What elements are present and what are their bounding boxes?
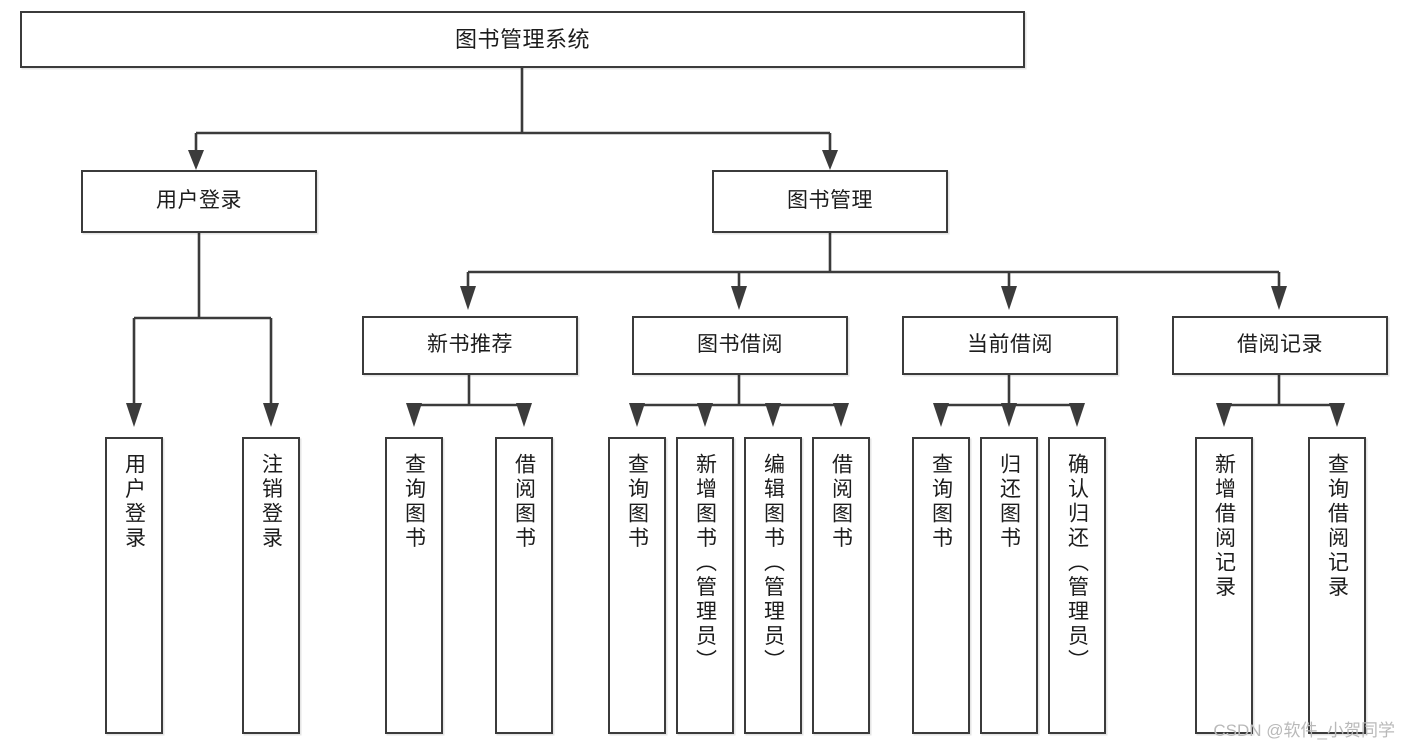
node-current-borrow-label: 当前借阅 [967, 333, 1053, 357]
leaf-book-borrow-query-label: 查询图书 [625, 453, 649, 551]
leaf-current-borrow-confirm-label: 确认归还（管理员） [1065, 453, 1089, 674]
leaf-book-borrow-add[interactable]: 新增图书（管理员） [676, 437, 734, 734]
arrowhead-user-login-child2 [263, 403, 279, 427]
arrowhead-book-manage [822, 150, 838, 170]
node-book-borrow[interactable]: 图书借阅 [632, 316, 848, 375]
leaf-borrow-record-add-label: 新增借阅记录 [1212, 453, 1236, 600]
arrowhead-borrow-record [1271, 286, 1287, 310]
node-user-login-label: 用户登录 [156, 189, 242, 213]
arrowhead-book-borrow-child1 [629, 403, 645, 427]
node-root-label: 图书管理系统 [454, 26, 590, 52]
leaf-current-borrow-return-label: 归还图书 [997, 453, 1021, 551]
leaf-borrow-record-query-label: 查询借阅记录 [1325, 453, 1349, 600]
arrowhead-borrow-record-child1 [1216, 403, 1232, 427]
leaf-new-book-borrow-label: 借阅图书 [512, 453, 536, 551]
leaf-book-borrow-query[interactable]: 查询图书 [608, 437, 666, 734]
leaf-user-login-login[interactable]: 用户登录 [105, 437, 163, 734]
arrowhead-book-borrow-child2 [697, 403, 713, 427]
leaf-new-book-borrow[interactable]: 借阅图书 [495, 437, 553, 734]
csdn-watermark: CSDN @软件_小贺同学 [1213, 721, 1395, 740]
node-book-manage-label: 图书管理 [787, 189, 873, 213]
leaf-current-borrow-query[interactable]: 查询图书 [912, 437, 970, 734]
leaf-user-login-logout-label: 注销登录 [259, 453, 283, 551]
arrowhead-new-book-child1 [406, 403, 422, 427]
arrowhead-current-borrow-child1 [933, 403, 949, 427]
arrowhead-book-borrow-child4 [833, 403, 849, 427]
leaf-user-login-logout[interactable]: 注销登录 [242, 437, 300, 734]
node-book-manage[interactable]: 图书管理 [712, 170, 948, 233]
leaf-current-borrow-confirm[interactable]: 确认归还（管理员） [1048, 437, 1106, 734]
leaf-book-borrow-edit[interactable]: 编辑图书（管理员） [744, 437, 802, 734]
arrowhead-current-borrow [1001, 286, 1017, 310]
arrowhead-user-login [188, 150, 204, 170]
leaf-book-borrow-edit-label: 编辑图书（管理员） [761, 453, 785, 674]
node-user-login[interactable]: 用户登录 [81, 170, 317, 233]
node-borrow-record[interactable]: 借阅记录 [1172, 316, 1388, 375]
leaf-current-borrow-return[interactable]: 归还图书 [980, 437, 1038, 734]
leaf-user-login-login-label: 用户登录 [122, 453, 146, 551]
arrowhead-current-borrow-child2 [1001, 403, 1017, 427]
arrowhead-book-borrow-child3 [765, 403, 781, 427]
arrowhead-borrow-record-child2 [1329, 403, 1345, 427]
leaf-borrow-record-query[interactable]: 查询借阅记录 [1308, 437, 1366, 734]
leaf-book-borrow-borrow[interactable]: 借阅图书 [812, 437, 870, 734]
arrowhead-new-book-child2 [516, 403, 532, 427]
leaf-current-borrow-query-label: 查询图书 [929, 453, 953, 551]
arrowhead-user-login-child1 [126, 403, 142, 427]
node-current-borrow[interactable]: 当前借阅 [902, 316, 1118, 375]
leaf-borrow-record-add[interactable]: 新增借阅记录 [1195, 437, 1253, 734]
node-new-book-recommend-label: 新书推荐 [427, 333, 513, 357]
node-book-borrow-label: 图书借阅 [697, 333, 783, 357]
node-borrow-record-label: 借阅记录 [1237, 333, 1323, 357]
leaf-book-borrow-borrow-label: 借阅图书 [829, 453, 853, 551]
arrowhead-new-book [460, 286, 476, 310]
leaf-new-book-query[interactable]: 查询图书 [385, 437, 443, 734]
node-new-book-recommend[interactable]: 新书推荐 [362, 316, 578, 375]
leaf-book-borrow-add-label: 新增图书（管理员） [693, 453, 717, 674]
arrowhead-current-borrow-child3 [1069, 403, 1085, 427]
arrowhead-book-borrow [731, 286, 747, 310]
node-root[interactable]: 图书管理系统 [20, 11, 1025, 68]
leaf-new-book-query-label: 查询图书 [402, 453, 426, 551]
